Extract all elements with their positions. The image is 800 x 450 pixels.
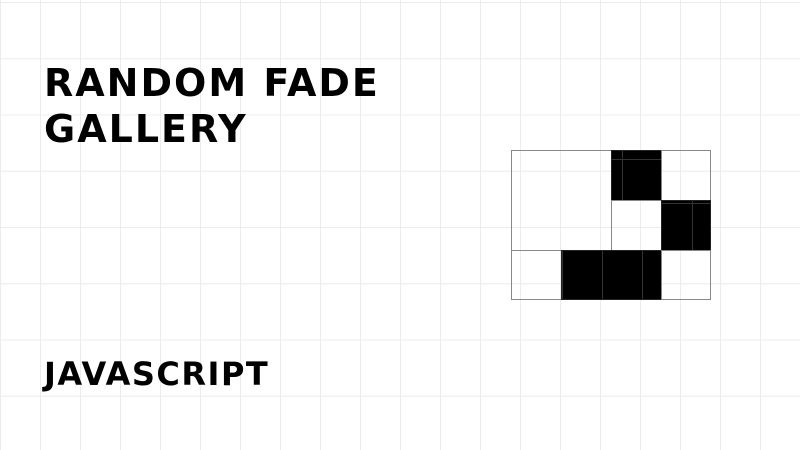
subtitle: JAVASCRIPT <box>44 355 270 393</box>
gallery-tile[interactable] <box>511 250 562 300</box>
gallery-tile[interactable] <box>661 200 711 251</box>
page-title: RANDOM FADE GALLERY <box>44 60 380 152</box>
gallery-tile[interactable] <box>561 250 662 300</box>
random-fade-gallery <box>511 150 711 300</box>
title-line-1: RANDOM FADE <box>44 61 380 105</box>
gallery-tile[interactable] <box>611 200 662 251</box>
gallery-tile[interactable] <box>661 250 711 300</box>
gallery-tile[interactable] <box>611 150 662 201</box>
title-line-2: GALLERY <box>44 107 248 151</box>
gallery-tile[interactable] <box>661 150 711 201</box>
gallery-tile[interactable] <box>511 150 612 251</box>
